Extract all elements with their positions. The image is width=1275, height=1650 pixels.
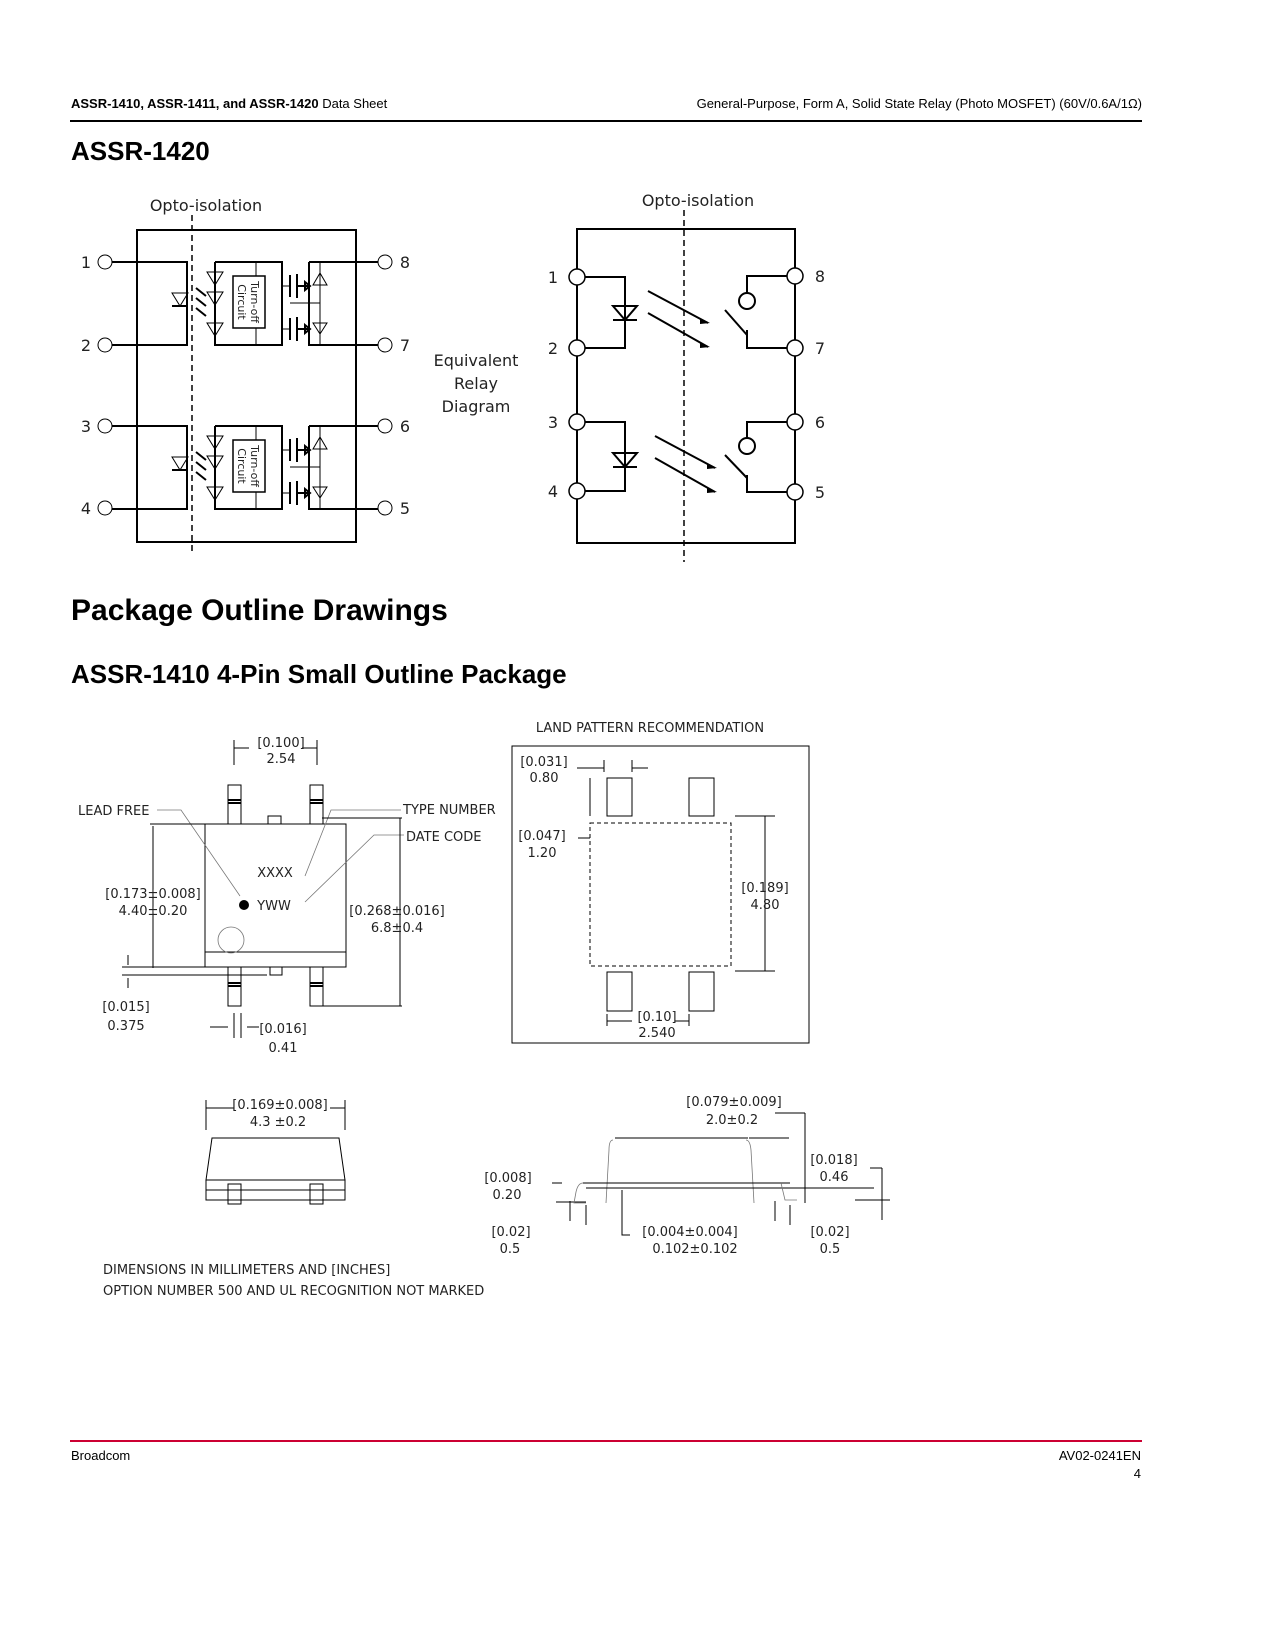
- top-view-drawing: XXXX YWW LEAD FREE TYPE NUMBER DATE CODE…: [78, 736, 496, 1056]
- dimension-label: [0.173±0.008]: [105, 887, 200, 902]
- opto-isolation-label: Opto-isolation: [150, 196, 262, 215]
- caption-line: Diagram: [442, 397, 511, 416]
- pin-label: 2: [81, 336, 91, 355]
- dimension-label: [0.018]: [810, 1153, 857, 1168]
- end-view-drawing: [0.169±0.008] 4.3 ±0.2: [205, 1098, 346, 1205]
- dimension-label: 4.80: [751, 898, 780, 913]
- dimension-label: 6.8±0.4: [371, 921, 423, 936]
- dimension-label: [0.10]: [637, 1010, 676, 1025]
- dimension-label: [0.047]: [518, 829, 565, 844]
- section-title: ASSR-1420: [71, 136, 210, 166]
- note-line: OPTION NUMBER 500 AND UL RECOGNITION NOT…: [103, 1284, 484, 1299]
- pin-label: 3: [548, 413, 558, 432]
- land-pattern-drawing: LAND PATTERN RECOMMENDATION [0.031] 0.80…: [511, 721, 810, 1044]
- package-title: Package Outline Drawings: [71, 594, 448, 627]
- pin-label: 1: [548, 268, 558, 287]
- dimension-label: 2.0±0.2: [706, 1113, 758, 1128]
- header-rule: [70, 120, 1142, 122]
- dimension-label: 0.5: [820, 1242, 841, 1257]
- pin-label: 5: [815, 483, 825, 502]
- dimension-label: 0.5: [500, 1242, 521, 1257]
- dimension-label: [0.268±0.016]: [349, 904, 444, 919]
- footer-doc-id: AV02-0241EN: [1058, 1448, 1141, 1463]
- pin-label: 8: [815, 267, 825, 286]
- caption-line: Equivalent: [434, 351, 519, 370]
- dimension-label: [0.031]: [520, 755, 567, 770]
- dimension-label: 2.540: [638, 1026, 675, 1041]
- pin-label: 4: [81, 499, 91, 518]
- footer-company: Broadcom: [71, 1448, 131, 1463]
- pin-label: 8: [400, 253, 410, 272]
- dimension-label: [0.079±0.009]: [686, 1095, 781, 1110]
- pin-label: 3: [81, 417, 91, 436]
- date-code-label: DATE CODE: [406, 830, 482, 845]
- type-marking: XXXX: [257, 866, 293, 881]
- dimension-label: [0.008]: [484, 1171, 531, 1186]
- pin-label: 2: [548, 339, 558, 358]
- dimension-label: [0.169±0.008]: [232, 1098, 327, 1113]
- caption-line: Relay: [454, 374, 498, 393]
- relay-channel: Turn-off Circuit: [112, 261, 378, 346]
- pin-label: 4: [548, 482, 558, 501]
- dimension-label: 2.54: [267, 752, 296, 767]
- dimension-label: [0.02]: [810, 1225, 849, 1240]
- lead-free-label: LEAD FREE: [78, 804, 149, 819]
- equivalent-relay-diagram: Opto-isolation Equivalent Relay Diagram …: [434, 191, 825, 562]
- turnoff-label: Turn-off: [248, 280, 261, 323]
- opto-isolation-label: Opto-isolation: [642, 191, 754, 210]
- dimension-label: [0.004±0.004]: [642, 1225, 737, 1240]
- dimension-label: 0.80: [530, 771, 559, 786]
- turnoff-label: Circuit: [235, 284, 248, 320]
- pin-label: 7: [400, 336, 410, 355]
- pin-label: 6: [815, 413, 825, 432]
- header-doc-subtitle: General-Purpose, Form A, Solid State Rel…: [696, 96, 1142, 111]
- dimension-label: 0.46: [820, 1170, 849, 1185]
- assr1420-schematic: Opto-isolation 1 2 3 4 8 7 6 5 Turn-off …: [81, 196, 410, 552]
- date-marking: YWW: [256, 899, 291, 914]
- footer-rule: [70, 1440, 1142, 1442]
- dimension-label: 1.20: [528, 846, 557, 861]
- note-line: DIMENSIONS IN MILLIMETERS AND [INCHES]: [103, 1263, 390, 1278]
- land-pattern-title: LAND PATTERN RECOMMENDATION: [536, 721, 764, 736]
- pin-label: 5: [400, 499, 410, 518]
- dimension-label: [0.02]: [491, 1225, 530, 1240]
- header-doc-title: ASSR-1410, ASSR-1411, and ASSR-1420 Data…: [71, 96, 388, 111]
- dimension-label: 0.102±0.102: [652, 1242, 737, 1257]
- dimension-label: 0.41: [269, 1041, 298, 1056]
- dimension-label: 0.375: [107, 1019, 144, 1034]
- dimension-label: [0.015]: [102, 1000, 149, 1015]
- pin-label: 1: [81, 253, 91, 272]
- pin-label: 6: [400, 417, 410, 436]
- side-view-drawing: [0.079±0.009] 2.0±0.2 [0.008] 0.20 [0.01…: [484, 1095, 890, 1257]
- type-number-label: TYPE NUMBER: [402, 803, 496, 818]
- dimension-label: [0.100]: [257, 736, 304, 751]
- package-subtitle: ASSR-1410 4-Pin Small Outline Package: [71, 659, 567, 689]
- dimension-label: [0.016]: [259, 1022, 306, 1037]
- dimension-label: 4.40±0.20: [119, 904, 188, 919]
- dimension-label: 0.20: [493, 1188, 522, 1203]
- dimension-label: [0.189]: [741, 881, 788, 896]
- pin-label: 7: [815, 339, 825, 358]
- page-number: 4: [1133, 1466, 1141, 1481]
- dimension-label: 4.3 ±0.2: [250, 1115, 306, 1130]
